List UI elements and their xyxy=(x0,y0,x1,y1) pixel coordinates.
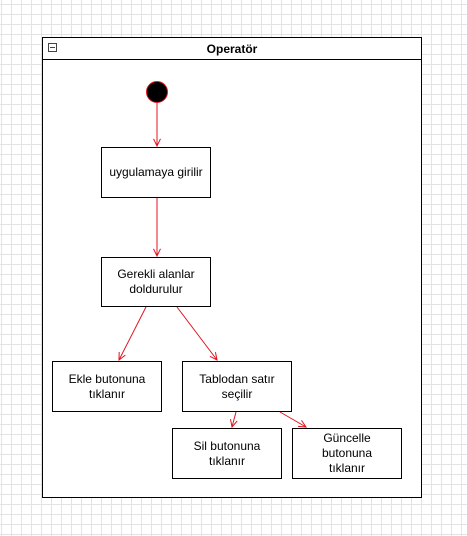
node-guncelle[interactable]: Güncelle butonuna tıklanır xyxy=(292,428,402,479)
swimlane-header: Operatör xyxy=(43,38,421,60)
node-gerekli-alanlar[interactable]: Gerekli alanlar doldurulur xyxy=(101,257,211,307)
collapse-icon[interactable] xyxy=(48,43,57,52)
swimlane-title: Operatör xyxy=(206,42,258,56)
node-tablodan[interactable]: Tablodan satır seçilir xyxy=(182,361,292,412)
node-uygulama[interactable]: uygulamaya girilir xyxy=(101,147,211,198)
start-node[interactable] xyxy=(146,81,168,103)
node-ekle[interactable]: Ekle butonuna tıklanır xyxy=(52,361,162,412)
node-sil[interactable]: Sil butonuna tıklanır xyxy=(172,428,282,479)
